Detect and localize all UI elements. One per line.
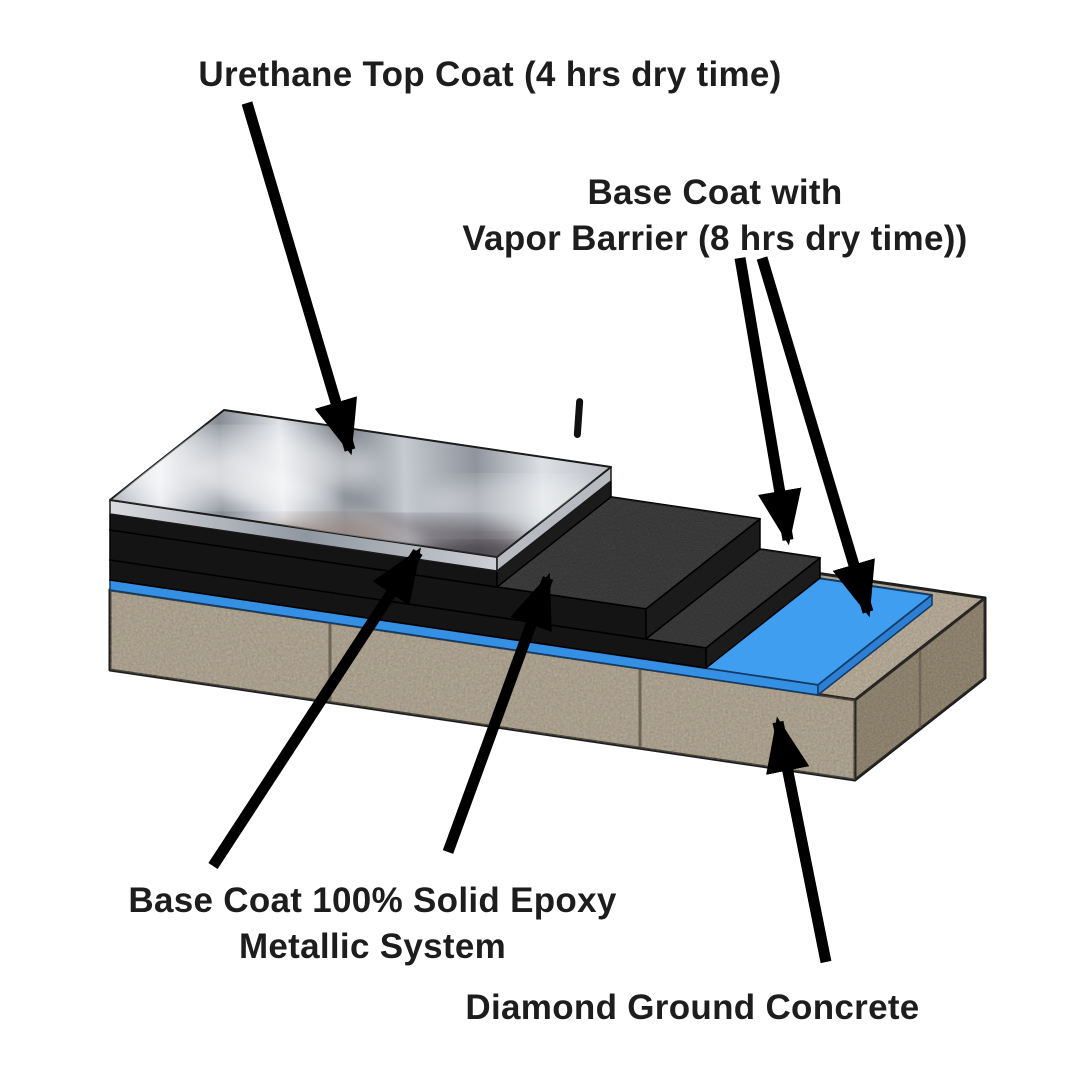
paint-mark: [573, 398, 584, 438]
callout-arrows: [208, 101, 875, 964]
arrow-urethane-top-coat: [241, 101, 358, 456]
arrow-vapor-barrier-blue: [756, 256, 875, 618]
label-base-coat-vapor-barrier: Base Coat with Vapor Barrier (8 hrs dry …: [415, 170, 1015, 261]
label-diamond-ground-concrete: Diamond Ground Concrete: [465, 988, 920, 1027]
label-base-coat-metallic-line1: Base Coat 100% Solid Epoxy: [128, 881, 617, 920]
base-coat-upper-right-face: [645, 518, 761, 640]
label-base-coat-metallic-line2: Metallic System: [238, 926, 507, 966]
arrow-vapor-barrier-basecoat: [734, 257, 802, 546]
arrow-metallic-epoxy-right: [442, 572, 554, 854]
label-base-coat-vapor-line2: Vapor Barrier (8 hrs dry time)): [462, 218, 968, 258]
arrow-metallic-epoxy-left: [208, 547, 423, 870]
label-base-coat-metallic: Base Coat 100% Solid Epoxy Metallic Syst…: [85, 878, 660, 969]
base-coat-lower-right-face: [705, 557, 821, 669]
gloss-streak: [180, 452, 430, 557]
arrow-diamond-ground-concrete: [766, 716, 832, 964]
label-base-coat-vapor-line1: Base Coat with: [587, 173, 843, 212]
label-urethane-top-coat: Urethane Top Coat (4 hrs dry time): [198, 55, 782, 94]
vapor-barrier-right-face: [817, 594, 933, 696]
concrete-front-texture-light: [110, 590, 855, 780]
